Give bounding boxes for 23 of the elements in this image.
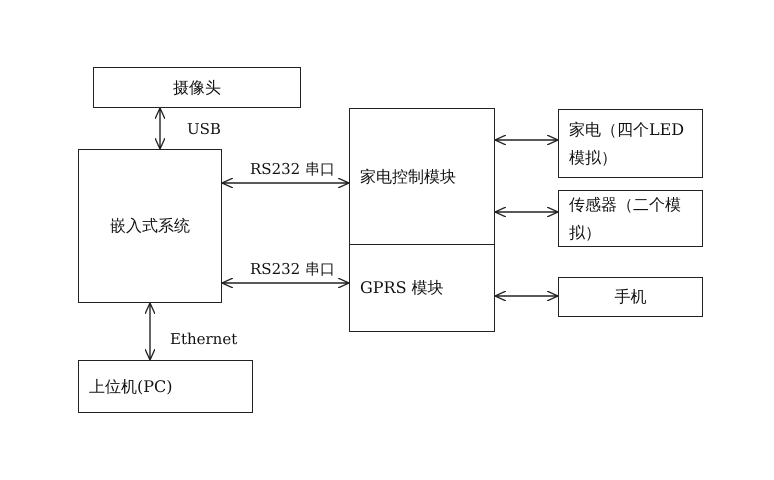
double-arrow <box>221 177 350 189</box>
box-label: 嵌入式系统 <box>110 215 190 238</box>
double-arrow <box>221 277 350 289</box>
process-box <box>78 149 222 303</box>
process-box <box>78 360 253 413</box>
box-label: 家电控制模块 <box>360 166 456 188</box>
process-box <box>558 109 703 178</box>
box-label: 手机 <box>614 286 646 308</box>
double-arrow <box>154 107 166 150</box>
process-box <box>349 244 495 332</box>
process-box <box>93 67 301 108</box>
double-arrow <box>144 302 156 361</box>
double-arrow <box>494 206 559 218</box>
double-arrow <box>494 134 559 146</box>
process-box <box>558 277 703 317</box>
double-arrow <box>494 290 559 302</box>
box-label: 摄像头 <box>173 76 221 99</box>
box-label: 传感器（二个模拟） <box>569 194 682 244</box>
box-label: GPRS 模块 <box>360 277 444 300</box>
box-label: 家电（四个LED 模拟） <box>569 119 686 168</box>
process-box <box>558 190 703 247</box>
process-box <box>349 108 495 245</box>
box-label: 上位机(PC) <box>89 376 172 398</box>
